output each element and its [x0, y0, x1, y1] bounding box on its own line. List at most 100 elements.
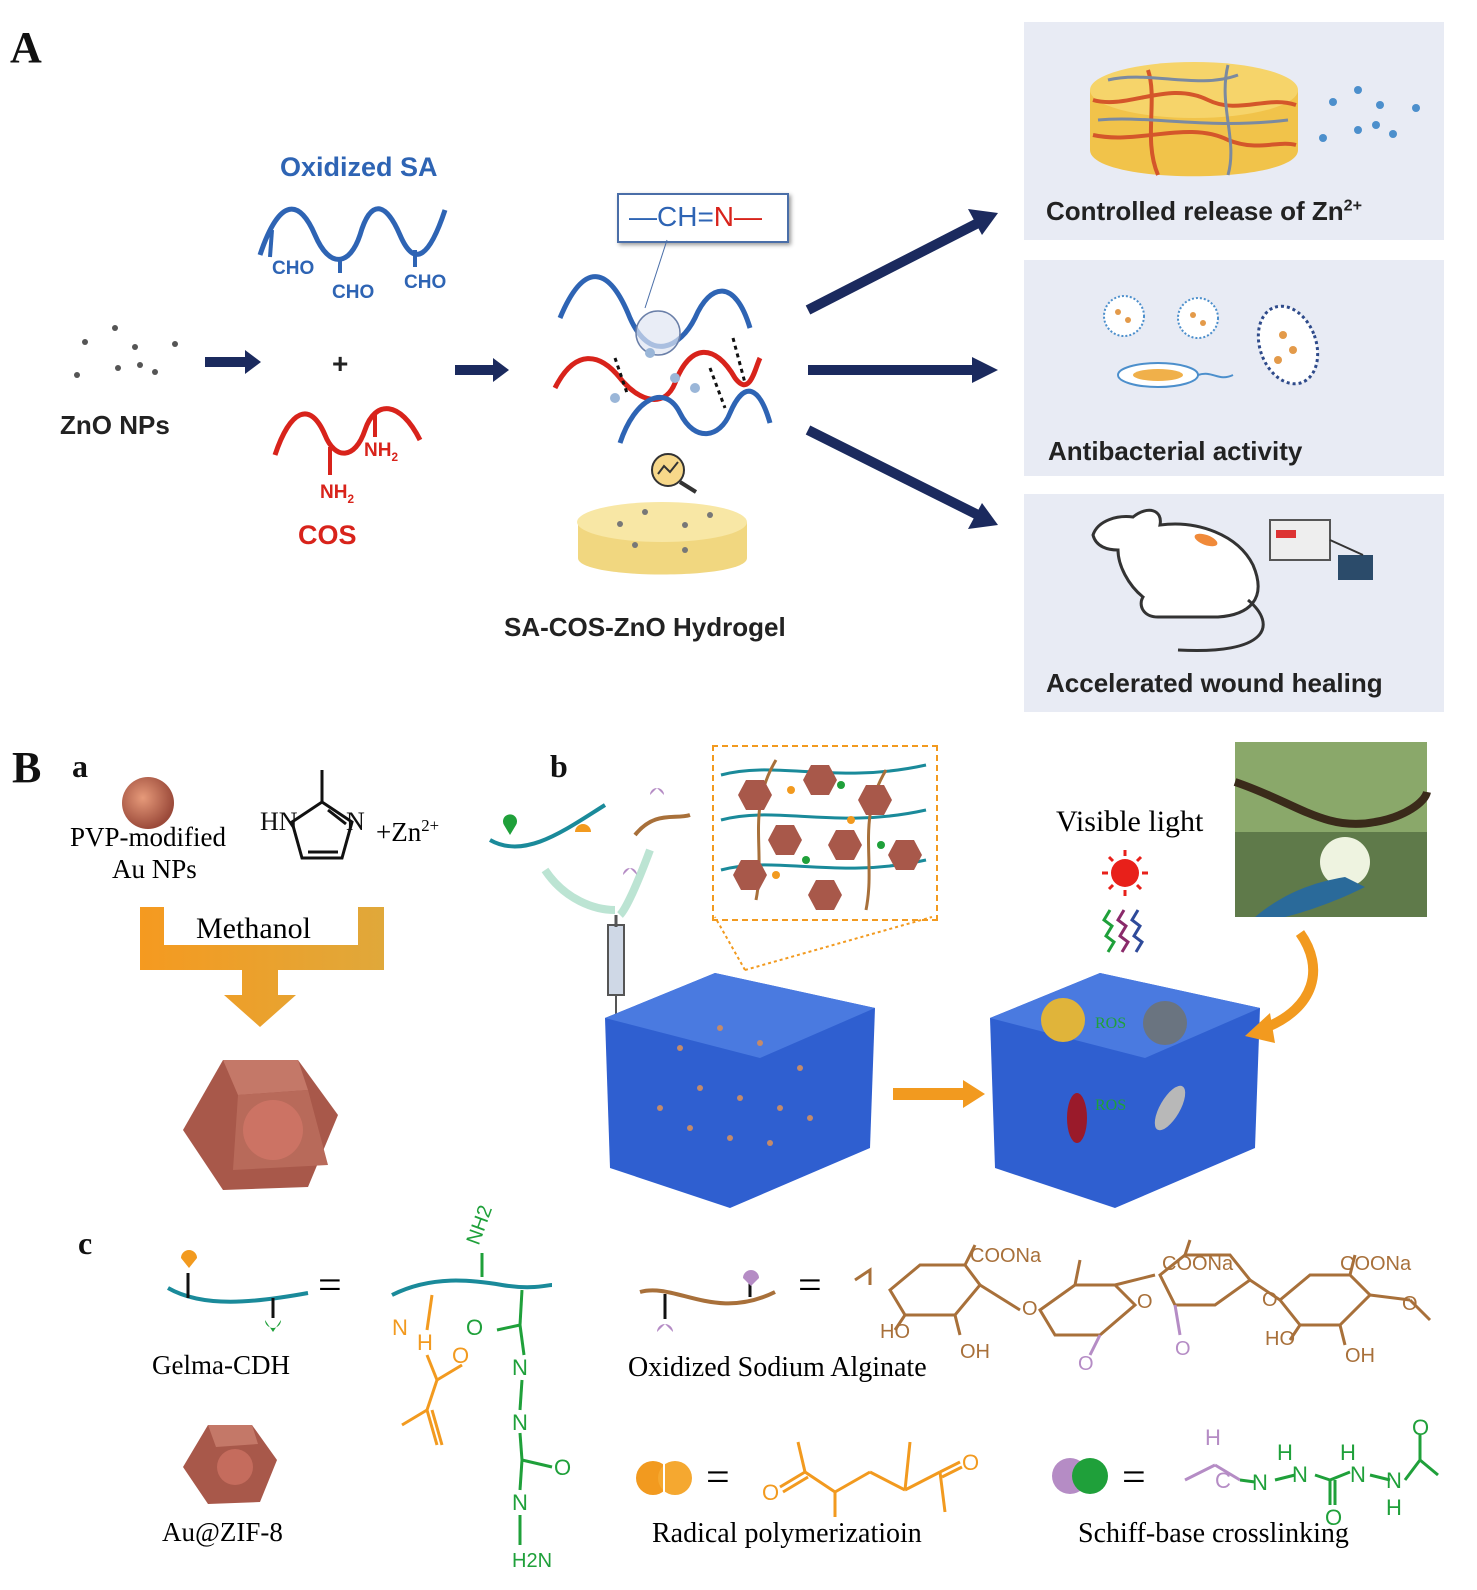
cos-chain-icon [272, 406, 423, 475]
hydrogel-network-icon [552, 239, 773, 444]
methanol-label: Methanol [196, 912, 311, 945]
svg-text:C: C [1215, 1468, 1231, 1493]
polymer-precursors-icon [489, 788, 691, 918]
svg-text:NH2: NH2 [463, 1203, 497, 1248]
imine-bond-label: —CH=N— [629, 201, 763, 232]
svg-text:O: O [762, 1480, 779, 1505]
ho-label-2: HO [1265, 1328, 1295, 1350]
svg-text:N: N [512, 1410, 528, 1435]
arrow-mix-to-hydrogel-icon [455, 358, 509, 382]
process-arrow-icon [893, 1080, 985, 1108]
svg-text:HN: HN [260, 807, 298, 836]
svg-text:O: O [962, 1450, 979, 1475]
svg-text:O: O [1022, 1298, 1038, 1320]
equals-sign-4: = [1122, 1455, 1146, 1501]
methylimidazole-structure-icon: HN N [260, 770, 365, 860]
equals-sign-3: = [706, 1455, 730, 1501]
gelma-cdh-structure-icon: NH2 H N O O N N O N H2N [391, 1203, 571, 1572]
svg-text:H2N: H2N [512, 1550, 552, 1572]
svg-text:H: H [417, 1330, 433, 1355]
zn-release-disc-icon [1090, 62, 1420, 177]
zoom-guide-lines-icon [714, 916, 933, 971]
svg-text:O: O [466, 1315, 483, 1340]
svg-text:O: O [1325, 1505, 1342, 1530]
hydrogel-block-right-icon: ROS ROS [990, 973, 1260, 1208]
light-waves-icon [1102, 909, 1144, 953]
au-nanoparticle-icon [122, 777, 174, 829]
schiff-structure-icon: H C NHN OHN NHO [1184, 1415, 1439, 1530]
zno-label: ZnO NPs [60, 410, 170, 440]
schiff-base-icon [1052, 1458, 1108, 1494]
bacteria-icon [1103, 295, 1320, 388]
au-zif8-crystal-icon [183, 1060, 338, 1190]
svg-text:O: O [554, 1455, 571, 1480]
arrow-zno-to-mix-icon [205, 350, 261, 374]
coona-label-2: COONa [1162, 1253, 1234, 1275]
radical-structure-icon: O O [762, 1441, 979, 1517]
au-zif8-label: Au@ZIF-8 [162, 1517, 283, 1547]
pvp-label-2: Au NPs [112, 854, 197, 884]
sub-c-letter: c [78, 1225, 93, 1261]
hydrogel-block-left-icon [605, 973, 875, 1208]
radical-label: Radical polymerizatioin [652, 1518, 922, 1549]
equals-sign-1: = [318, 1263, 342, 1309]
gelma-label: Gelma-CDH [152, 1350, 290, 1380]
sub-a-letter: a [72, 748, 88, 784]
outcome-label-wound: Accelerated wound healing [1046, 668, 1383, 698]
svg-text:N: N [1292, 1462, 1308, 1487]
oxidized-alginate-chain-icon [639, 1270, 776, 1332]
ros-label-1: ROS [1095, 1015, 1126, 1032]
methanol-arrow-icon [140, 907, 384, 1027]
svg-text:O: O [1175, 1338, 1191, 1360]
visible-light-label: Visible light [1056, 805, 1204, 838]
hydrogel-disc-icon [577, 502, 747, 575]
svg-text:H: H [1340, 1440, 1356, 1465]
svg-text:O: O [1402, 1293, 1418, 1315]
cho-label-1: CHO [272, 258, 315, 279]
svg-text:O: O [1412, 1415, 1429, 1440]
ros-label-2: ROS [1095, 1097, 1126, 1114]
pvp-label-1: PVP-modified [70, 822, 227, 852]
svg-text:O: O [1137, 1291, 1153, 1313]
oxidized-sa-chain-icon [257, 206, 448, 273]
outcome-box-antibacterial [1024, 260, 1444, 476]
outcome-label-antibacterial: Antibacterial activity [1048, 436, 1303, 466]
svg-text:N: N [512, 1490, 528, 1515]
coona-label-1: COONa [970, 1245, 1042, 1267]
oh-label-2: OH [1345, 1345, 1375, 1367]
svg-text:H: H [1386, 1495, 1402, 1520]
svg-text:N: N [346, 807, 365, 836]
sub-b-letter: b [550, 748, 568, 784]
oh-label-1: OH [960, 1341, 990, 1363]
plus-sign: + [332, 348, 349, 379]
ho-label-1: HO [880, 1321, 910, 1343]
gelma-cdh-chain-icon [167, 1250, 309, 1332]
svg-text:N: N [1350, 1462, 1366, 1487]
syringe-icon [607, 915, 625, 1020]
svg-text:N: N [392, 1315, 408, 1340]
svg-text:H: H [1205, 1425, 1221, 1450]
imine-bond-box: —CH=N— [617, 193, 789, 243]
cho-label-3: CHO [404, 272, 447, 293]
svg-text:N: N [512, 1355, 528, 1380]
zno-nanoparticles-icon [74, 325, 178, 378]
nh2-label-2: NH2 [320, 482, 354, 506]
coona-label-3: COONa [1340, 1253, 1412, 1275]
oxidized-sa-label: Oxidized SA [280, 152, 438, 182]
radical-polymerization-icon [636, 1461, 692, 1495]
nh2-label-1: NH2 [364, 440, 398, 464]
outdoor-photo-icon [1233, 742, 1431, 917]
schiff-label: Schiff-base crosslinking [1078, 1518, 1349, 1549]
svg-text:H: H [1277, 1440, 1293, 1465]
svg-text:N: N [1386, 1468, 1402, 1493]
svg-text:O: O [452, 1343, 469, 1368]
equals-sign-2: = [798, 1263, 822, 1309]
magnifier-icon [651, 453, 698, 494]
au-zif8-legend-icon [183, 1425, 277, 1504]
outcome-arrows-icon [805, 209, 998, 529]
device-icon [1269, 519, 1373, 580]
svg-text:O: O [1262, 1289, 1278, 1311]
mouse-icon [1091, 508, 1265, 653]
svg-text:N: N [1252, 1470, 1268, 1495]
